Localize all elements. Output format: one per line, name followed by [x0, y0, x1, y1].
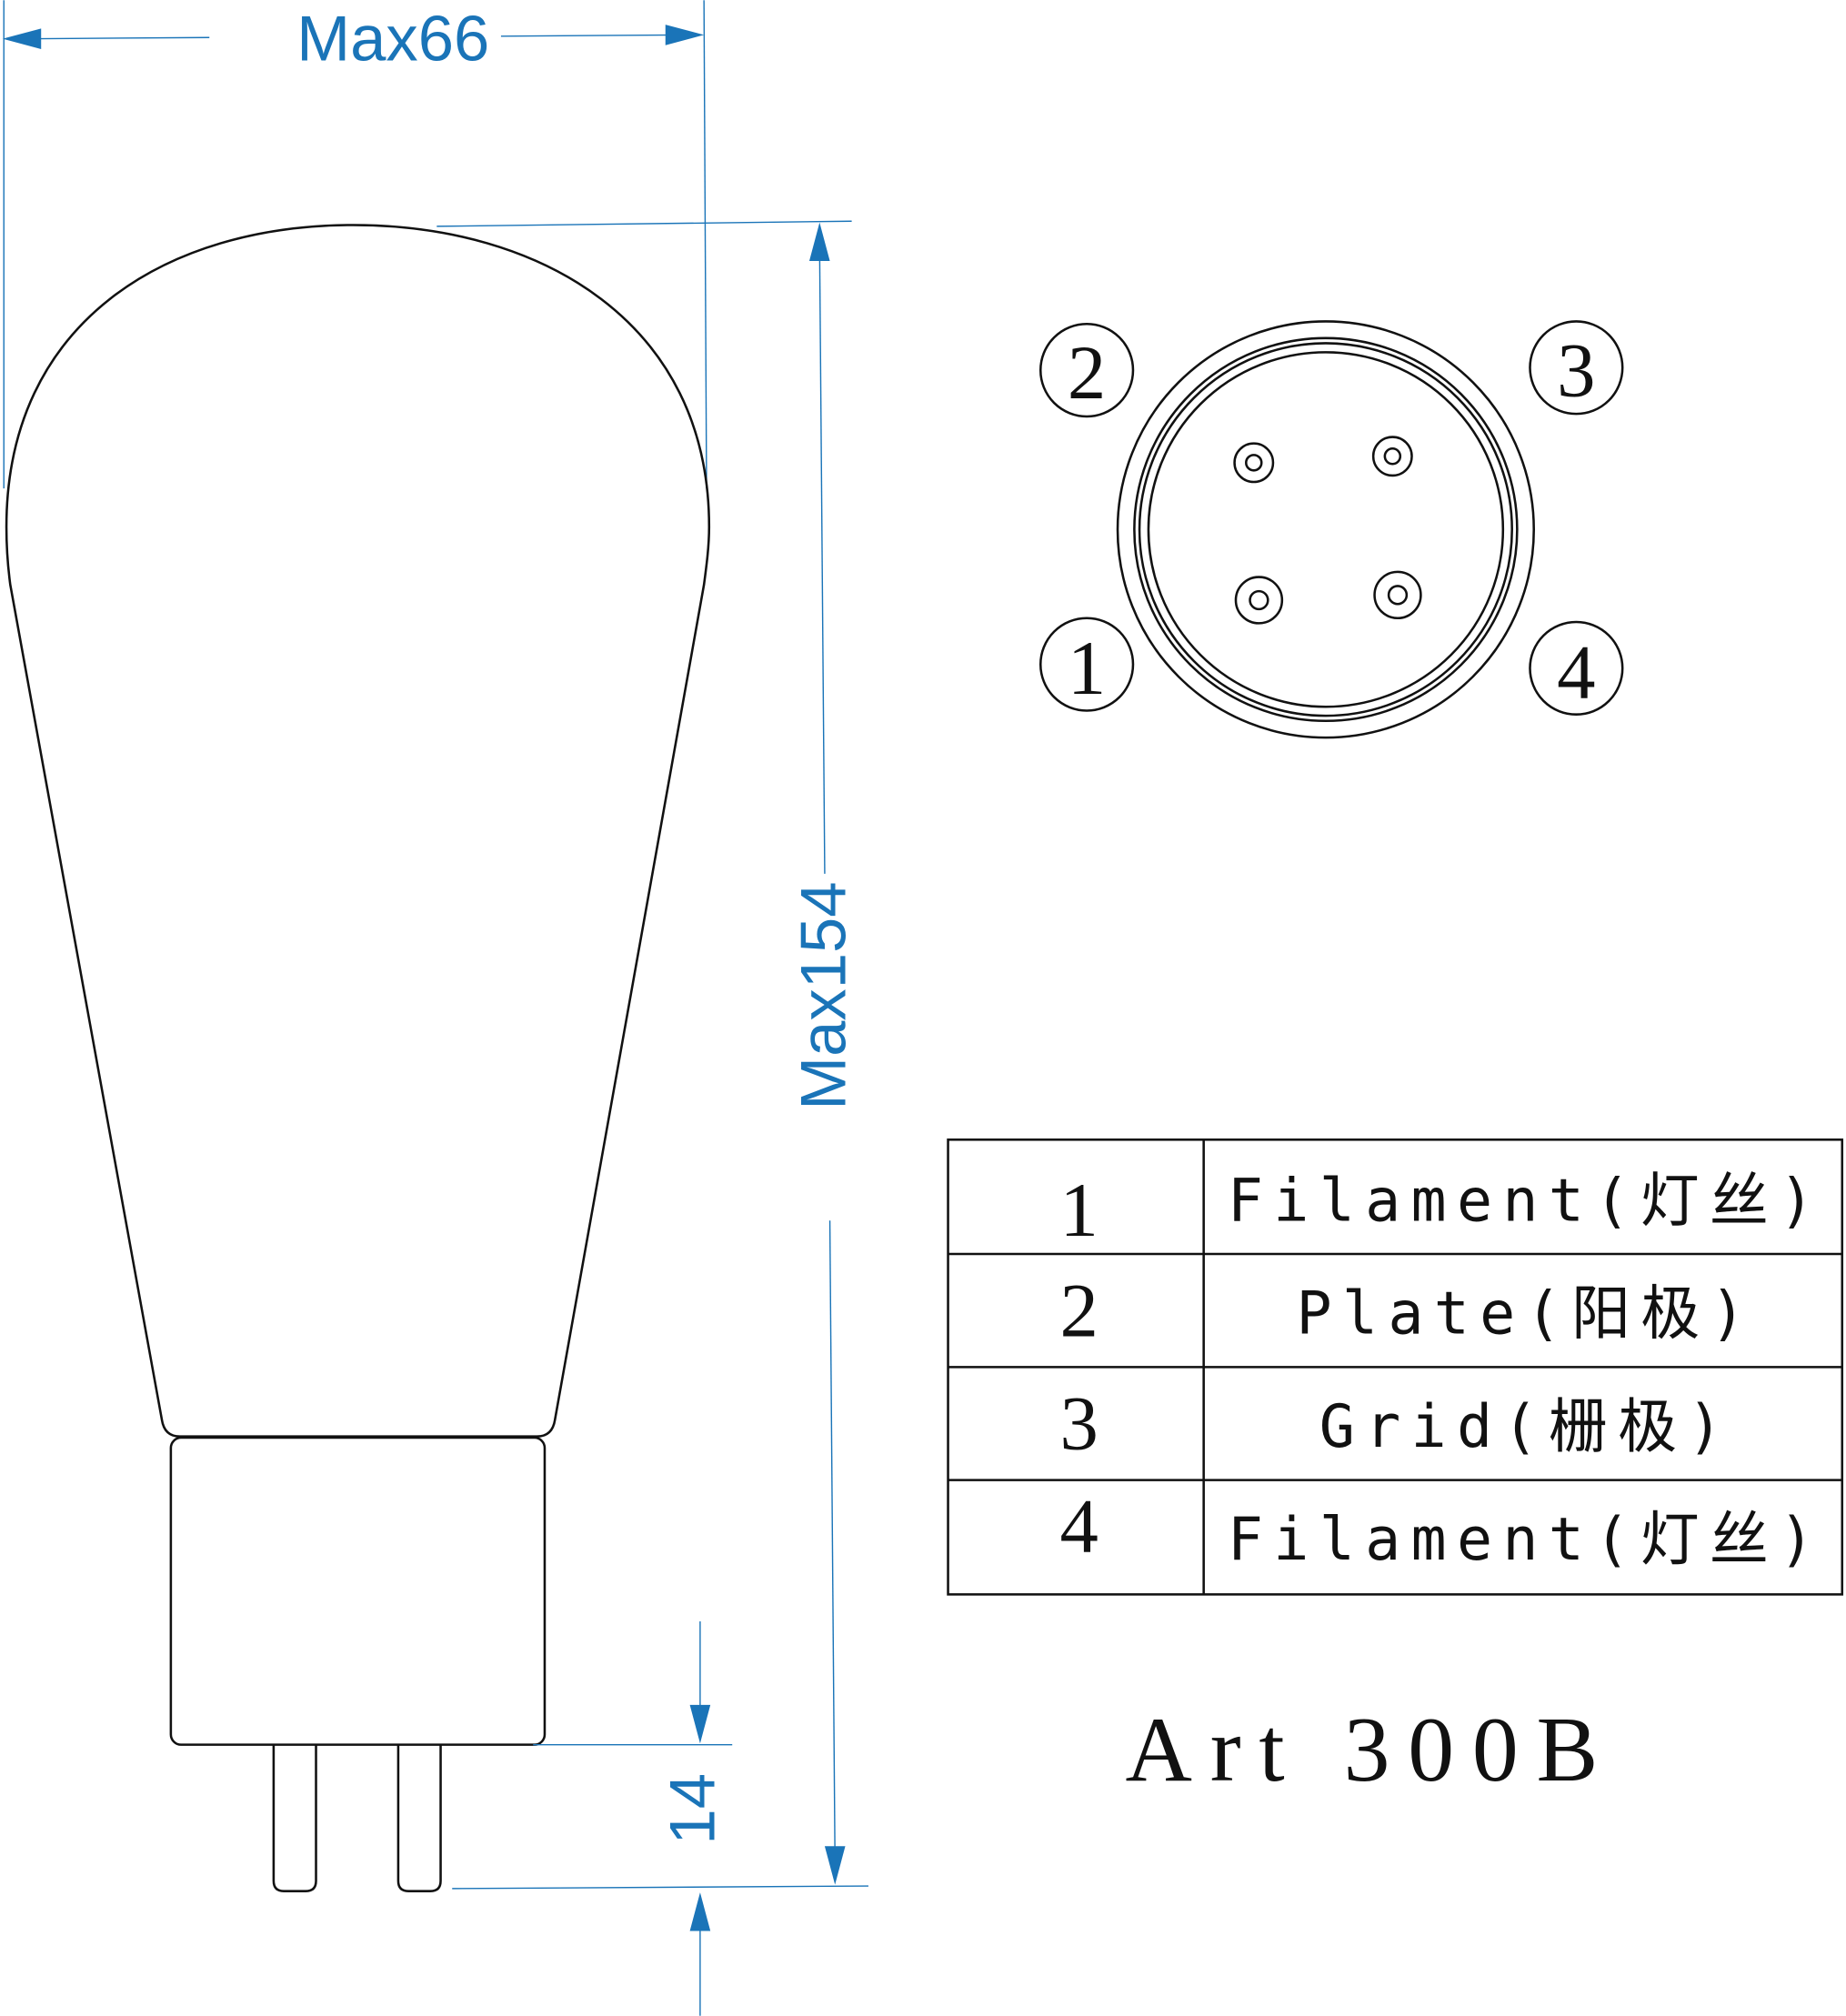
width-dimension: Max66 — [2, 0, 707, 489]
socket-pin — [1371, 436, 1413, 477]
pin-cell: 3 — [1059, 1381, 1098, 1467]
function-cell: Plate(阳极) — [1297, 1280, 1756, 1349]
height-dimension: Max154 — [436, 220, 868, 1890]
table-row: 1 Filament(灯丝) — [1059, 1167, 1825, 1253]
socket-bottom-view: 1 2 3 4 — [1038, 320, 1624, 739]
arrow-right-icon — [665, 25, 705, 45]
width-label: Max66 — [296, 3, 489, 75]
pin-number-circle — [1529, 620, 1624, 716]
tube-base — [169, 1436, 547, 1746]
pin-cell: 4 — [1059, 1484, 1098, 1570]
pin-number-label: 2 — [1068, 330, 1106, 416]
pin-number-label: 1 — [1068, 626, 1106, 711]
pin-number-circle — [1529, 320, 1624, 416]
arrow-down-icon — [824, 1846, 846, 1885]
socket-pin — [1233, 442, 1275, 484]
function-cell: Filament(灯丝) — [1228, 1506, 1825, 1574]
pin-length-label: 14 — [656, 1773, 727, 1845]
pin-cell: 1 — [1059, 1168, 1098, 1253]
tube-pin — [396, 1744, 442, 1892]
model-title: Art 300B — [1126, 1699, 1617, 1801]
height-label: Max154 — [788, 881, 859, 1109]
pin-length-dimension: 14 — [533, 1621, 733, 2016]
table-row: 3 Grid(栅极) — [1059, 1381, 1733, 1467]
arrow-up-icon — [808, 222, 830, 262]
pin-number-label: 4 — [1557, 629, 1595, 715]
table-row: 2 Plate(阳极) — [1059, 1268, 1756, 1353]
tube-bulb — [5, 224, 711, 1438]
pin-table: 1 Filament(灯丝) 2 Plate(阳极) 3 Grid(栅极) 4 … — [947, 1138, 1844, 1596]
function-cell: Filament(灯丝) — [1228, 1167, 1825, 1235]
arrow-up-icon — [689, 1892, 711, 1931]
socket-pin — [1373, 570, 1422, 620]
pin-cell: 2 — [1059, 1268, 1098, 1353]
pin-number-circle — [1038, 617, 1135, 712]
function-cell: Grid(栅极) — [1319, 1393, 1733, 1461]
table-row: 4 Filament(灯丝) — [1059, 1484, 1825, 1574]
tube-pin — [272, 1744, 317, 1892]
pin-number-circle — [1038, 322, 1135, 418]
pin-number-label: 3 — [1557, 327, 1595, 413]
arrow-down-icon — [689, 1704, 711, 1744]
arrow-left-icon — [2, 28, 42, 49]
socket-pin — [1234, 576, 1284, 625]
